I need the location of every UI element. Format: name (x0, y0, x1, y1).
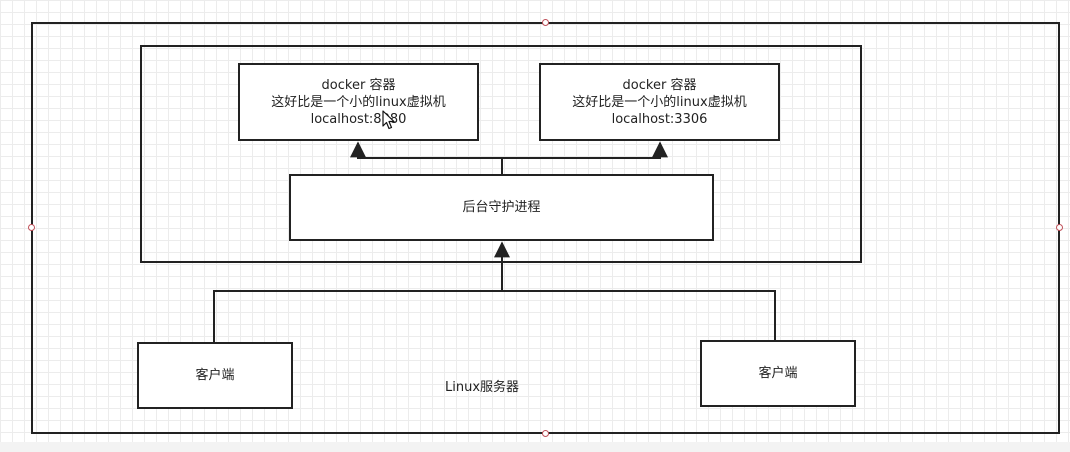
left-client-to-daemon-arrow (213, 241, 510, 342)
client-right-text: 客户端 (702, 342, 854, 405)
container-right-description: 这好比是一个小的linux虚拟机 (572, 94, 747, 110)
client-left-text: 客户端 (139, 344, 291, 407)
selection-handle-left[interactable] (28, 224, 35, 231)
selection-handle-right[interactable] (1056, 224, 1063, 231)
container-left-description: 这好比是一个小的linux虚拟机 (271, 94, 446, 110)
docker-container-right[interactable]: docker 容器 这好比是一个小的linux虚拟机 localhost:330… (539, 63, 780, 141)
right-client-to-daemon-line (502, 290, 776, 340)
container-right-address: localhost:3306 (611, 111, 708, 127)
container-left-title: docker 容器 (321, 77, 396, 93)
client-right-label: 客户端 (758, 366, 798, 381)
daemon-process-text: 后台守护进程 (291, 176, 712, 239)
canvas-bottom-gutter (0, 442, 1070, 452)
docker-container-left-text: docker 容器 这好比是一个小的linux虚拟机 localhost:808… (240, 65, 477, 139)
daemon-process-label: 后台守护进程 (462, 200, 541, 215)
docker-container-right-text: docker 容器 这好比是一个小的linux虚拟机 localhost:330… (541, 65, 778, 139)
linux-server-label: Linux服务器 (445, 380, 520, 395)
client-left-label: 客户端 (195, 368, 235, 383)
daemon-to-left-container-arrow (350, 141, 503, 174)
daemon-to-right-container-arrow (502, 141, 668, 159)
daemon-process-box[interactable]: 后台守护进程 (289, 174, 714, 241)
mouse-pointer-icon (382, 110, 395, 130)
selection-handle-top[interactable] (542, 19, 549, 26)
client-left-box[interactable]: 客户端 (137, 342, 293, 409)
selection-handle-bottom[interactable] (542, 430, 549, 437)
container-right-title: docker 容器 (622, 77, 697, 93)
client-right-box[interactable]: 客户端 (700, 340, 856, 407)
docker-container-left[interactable]: docker 容器 这好比是一个小的linux虚拟机 localhost:808… (238, 63, 479, 141)
